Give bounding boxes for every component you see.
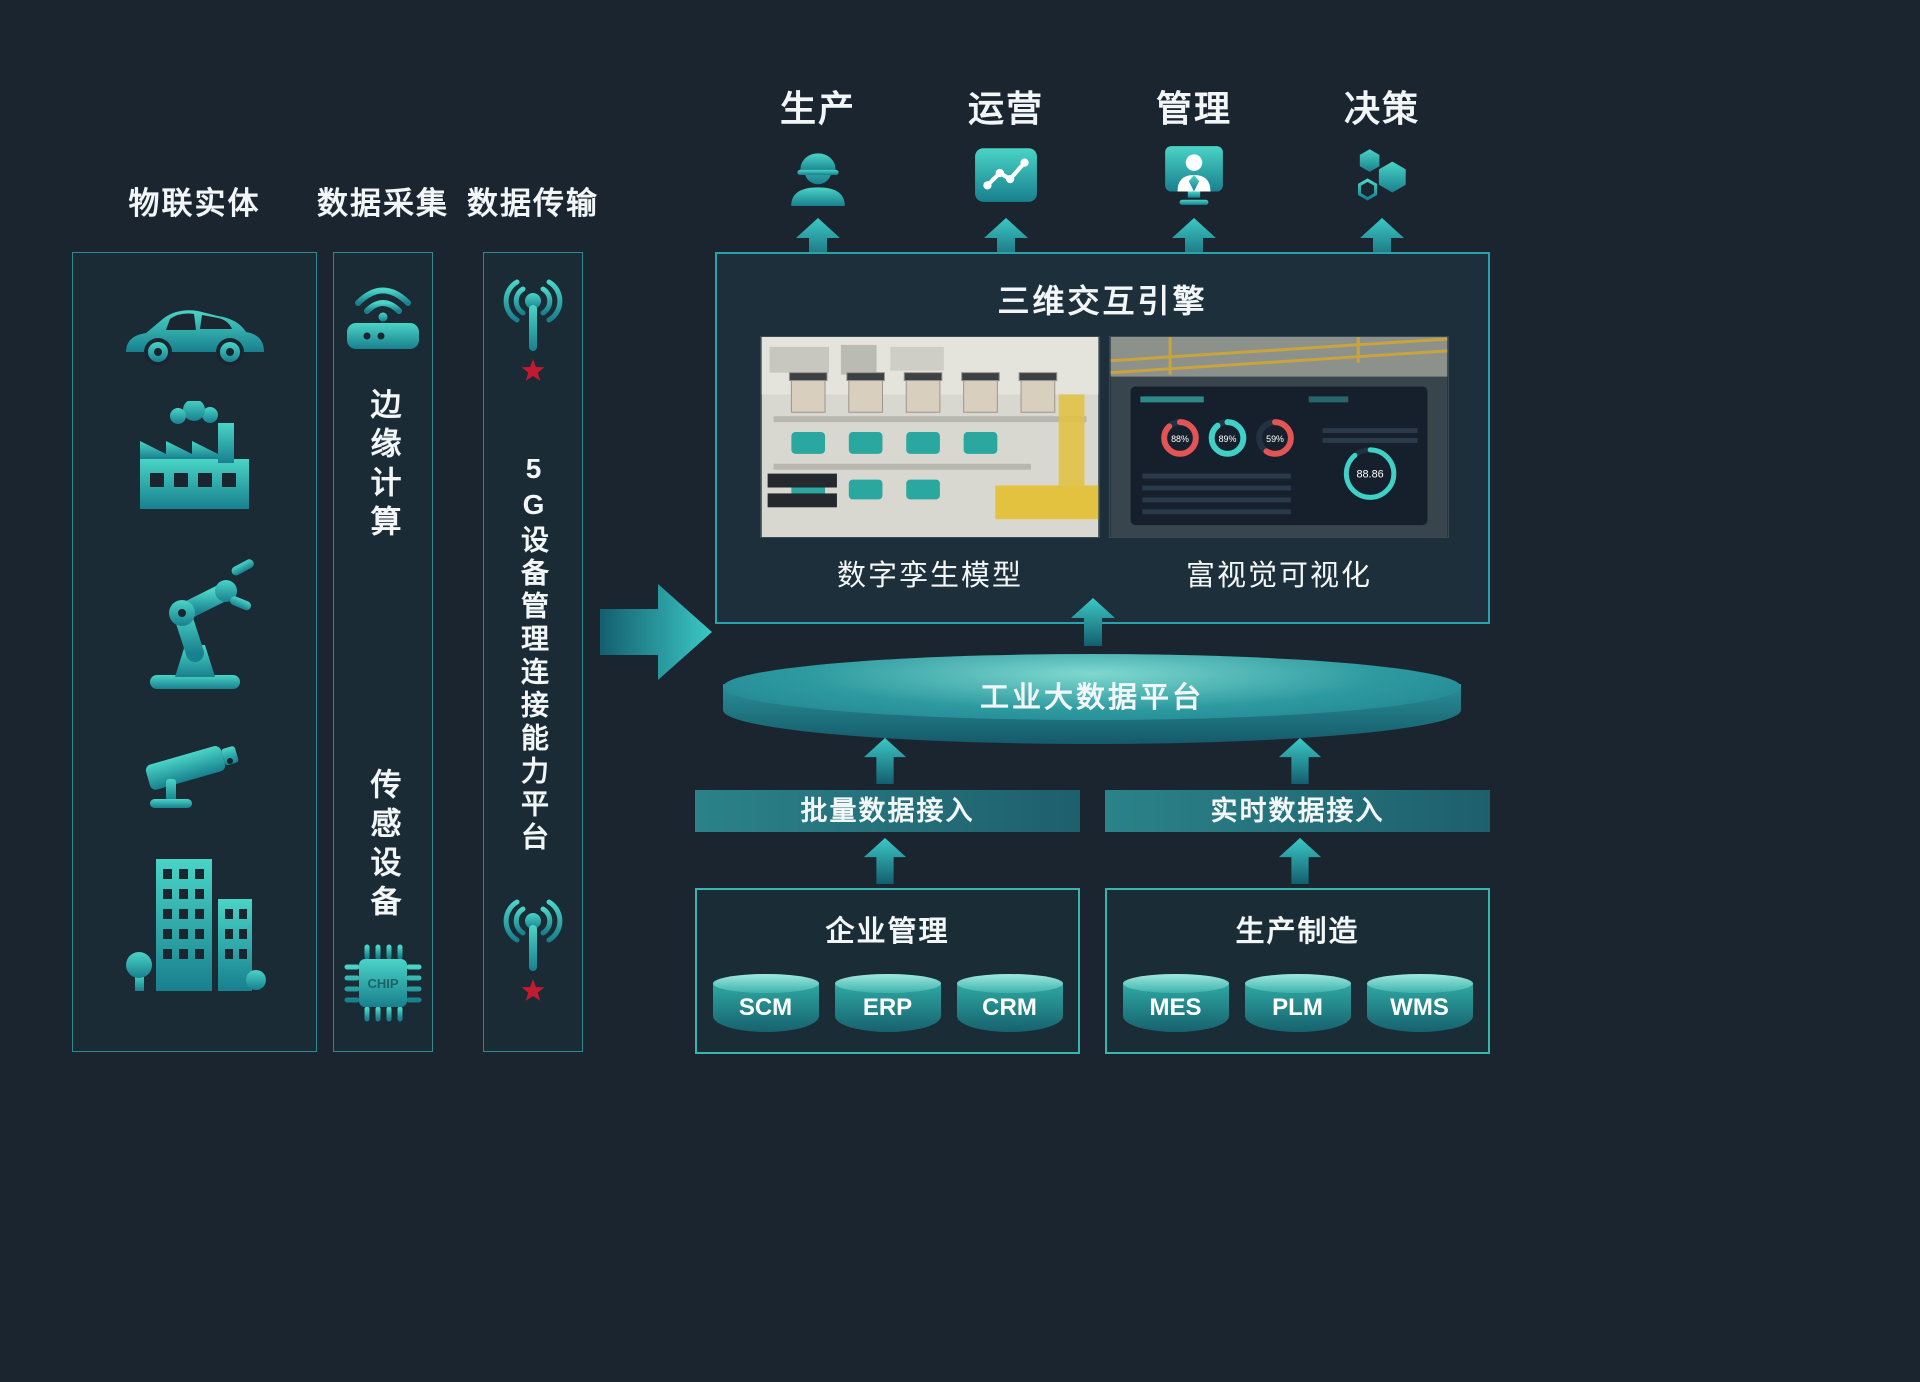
plm-label: PLM <box>1272 994 1323 1021</box>
up-arrow <box>984 218 1028 266</box>
big-gauge-value: 88.86 <box>1356 469 1383 481</box>
chip-text: CHIP <box>367 976 398 991</box>
digital-twin-caption: 数字孪生模型 <box>836 560 1023 592</box>
enterprise-management-box: 企业管理 SCM ERP CRM <box>695 888 1080 1054</box>
flow-right-arrow <box>600 584 712 680</box>
hexagons-icon <box>1357 149 1406 201</box>
disc-face <box>723 654 1461 720</box>
plm-cylinder: PLM <box>1244 974 1351 1032</box>
cctv-camera-icon <box>145 745 239 808</box>
sensor-device-label: 传感设备 <box>365 768 401 924</box>
robot-arm-icon <box>149 559 254 690</box>
antenna-icon <box>503 899 563 1001</box>
up-arrow <box>1278 838 1322 884</box>
star-icon <box>521 979 545 1001</box>
edge-computing-label: 边缘计算 <box>365 388 401 544</box>
up-arrow <box>1172 218 1216 266</box>
realtime-access-bar: 实时数据接入 <box>1105 790 1490 832</box>
scm-label: SCM <box>738 994 793 1021</box>
output-management: 管理 <box>1129 80 1259 266</box>
output-decision: 决策 <box>1317 80 1447 266</box>
big-data-platform-disc: 工业大数据平台 <box>723 654 1461 746</box>
batch-access-bar: 批量数据接入 <box>695 790 1080 832</box>
car-icon <box>125 310 264 367</box>
buildings-icon <box>126 858 266 991</box>
mes-label: MES <box>1149 994 1202 1021</box>
digital-twin-image <box>760 336 1100 538</box>
star-icon <box>521 359 545 381</box>
crm-label: CRM <box>982 994 1037 1021</box>
erp-label: ERP <box>862 994 913 1021</box>
visualization-dashboard-image: 88% 89% 59% 88.86 <box>1109 336 1449 538</box>
manufacturing-title: 生产制造 <box>1235 916 1360 948</box>
gauge-value-1: 88% <box>1171 434 1189 444</box>
column-title-collect: 数据采集 <box>317 186 449 221</box>
chip-icon: CHIP <box>344 944 422 1022</box>
wms-label: WMS <box>1390 994 1449 1021</box>
column-title-transmit: 数据传输 <box>467 186 599 221</box>
gauge-value-3: 59% <box>1266 434 1284 444</box>
up-arrow <box>1278 738 1322 784</box>
output-label-management: 管理 <box>1155 88 1232 129</box>
wms-cylinder: WMS <box>1366 974 1473 1032</box>
up-arrow <box>796 218 840 266</box>
mes-cylinder: MES <box>1122 974 1229 1032</box>
visualization-caption: 富视觉可视化 <box>1185 560 1372 592</box>
antenna-icon <box>503 279 563 381</box>
up-arrow <box>863 838 907 884</box>
column-title-iot: 物联实体 <box>128 186 261 221</box>
up-arrow <box>1071 598 1115 646</box>
line-chart-icon <box>975 148 1037 202</box>
output-production: 生产 <box>753 80 883 266</box>
worker-icon <box>791 153 845 206</box>
5g-platform-label: 5G设备管理连接能力平台 <box>518 453 549 855</box>
engine-box: 三维交互引擎 <box>715 252 1490 624</box>
output-label-operations: 运营 <box>967 88 1044 129</box>
platform-label: 工业大数据平台 <box>979 682 1204 714</box>
engine-title: 三维交互引擎 <box>997 283 1208 319</box>
gauge-value-2: 89% <box>1219 434 1237 444</box>
up-arrow <box>863 738 907 784</box>
erp-cylinder: ERP <box>834 974 941 1032</box>
output-label-decision: 决策 <box>1343 88 1420 129</box>
crm-cylinder: CRM <box>956 974 1063 1032</box>
data-collection-column: 边缘计算 传感设备 CHIP <box>333 252 433 1052</box>
manufacturing-box: 生产制造 MES PLM WMS <box>1105 888 1490 1054</box>
factory-icon <box>140 401 249 510</box>
wireless-router-icon <box>347 287 419 349</box>
scm-cylinder: SCM <box>712 974 819 1032</box>
enterprise-title: 企业管理 <box>825 916 950 948</box>
manager-screen-icon <box>1165 146 1223 205</box>
up-arrow <box>1360 218 1404 266</box>
iot-entities-column <box>72 252 317 1052</box>
output-label-production: 生产 <box>779 88 856 129</box>
output-operations: 运营 <box>941 80 1071 266</box>
data-transmission-column: 5G设备管理连接能力平台 <box>483 252 583 1052</box>
